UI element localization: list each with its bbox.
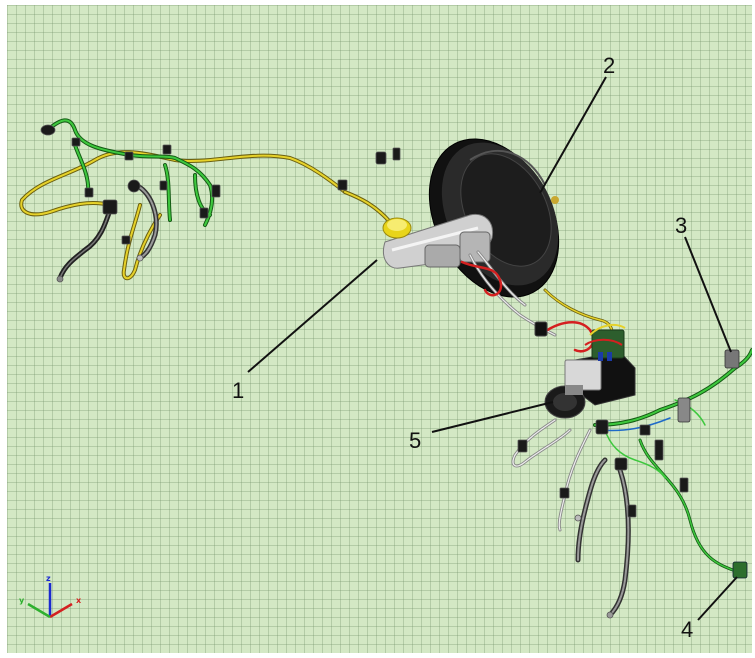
callout-2: 2	[603, 53, 615, 78]
leader-3	[684, 236, 732, 353]
left-hoses	[57, 182, 159, 281]
leader-2	[539, 76, 607, 194]
abs-unit	[544, 323, 636, 419]
axis-label-x: x	[76, 596, 82, 605]
axis-label-z: z	[46, 574, 51, 583]
y-axis	[27, 602, 51, 619]
master-cylinder	[382, 213, 494, 269]
callout-leaders	[247, 76, 738, 621]
diagram-canvas: 1 2 3 4 5 z x y	[7, 5, 752, 653]
leader-1	[247, 259, 378, 373]
x-axis	[49, 602, 73, 619]
left-yellow-harness	[19, 150, 392, 281]
callout-3: 3	[675, 213, 687, 238]
axis-label-y: y	[19, 596, 25, 605]
callout-4: 4	[681, 617, 693, 642]
axis-triad: z x y	[19, 574, 82, 619]
leader-5	[431, 401, 554, 433]
left-green-harness	[48, 118, 215, 227]
callout-1: 1	[232, 378, 244, 403]
leader-4	[697, 576, 738, 621]
right-connectors	[517, 349, 748, 619]
brake-system-diagram: 1 2 3 4 5 z x y	[19, 53, 752, 642]
callout-5: 5	[409, 428, 421, 453]
brake-lines-upper	[460, 250, 614, 353]
left-connectors	[40, 124, 401, 283]
right-hoses	[511, 418, 631, 618]
